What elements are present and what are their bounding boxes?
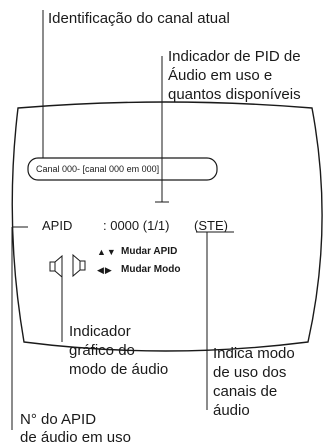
apid-label: APID [42, 218, 73, 233]
callout-usage-line-4: áudio [213, 402, 250, 419]
speaker-icon-left [49, 254, 63, 279]
stereo-mode: (STE) [194, 218, 228, 233]
hint-change-mode: Mudar Modo [121, 264, 181, 275]
callout-graphic-line-1: Indicador [69, 323, 131, 340]
callout-apid-line-1: N° do APID [20, 411, 97, 428]
callout-usage-line-2: de uso dos [213, 364, 287, 381]
leftright-arrow-icon: ◀▶ [97, 265, 113, 275]
callout-usage-line-1: Indica modo [213, 345, 295, 362]
speaker-icon-right [72, 253, 86, 278]
callout-pid-line-1: Indicador de PID de [168, 48, 301, 65]
callout-pid-line-2: Áudio em uso e [168, 67, 273, 84]
callout-apid-line-2: de áudio em uso [20, 429, 131, 446]
hint-change-apid: Mudar APID [121, 246, 178, 257]
updown-arrow-icon: ▲▼ [97, 247, 117, 257]
callout-usage-line-3: canais de [213, 383, 278, 400]
callout-channel-id: Identificação do canal atual [48, 10, 230, 27]
tv-screen-outline [11, 101, 323, 352]
channel-bar-box [27, 157, 218, 181]
callout-graphic-line-2: gráfico do [69, 342, 135, 359]
callout-graphic-line-3: modo de áudio [69, 361, 169, 378]
apid-value: : 0000 (1/1) [103, 218, 170, 233]
callout-pid-line-3: quantos disponíveis [168, 86, 301, 103]
channel-bar-text: Canal 000- [canal 000 em 000] [36, 164, 160, 174]
